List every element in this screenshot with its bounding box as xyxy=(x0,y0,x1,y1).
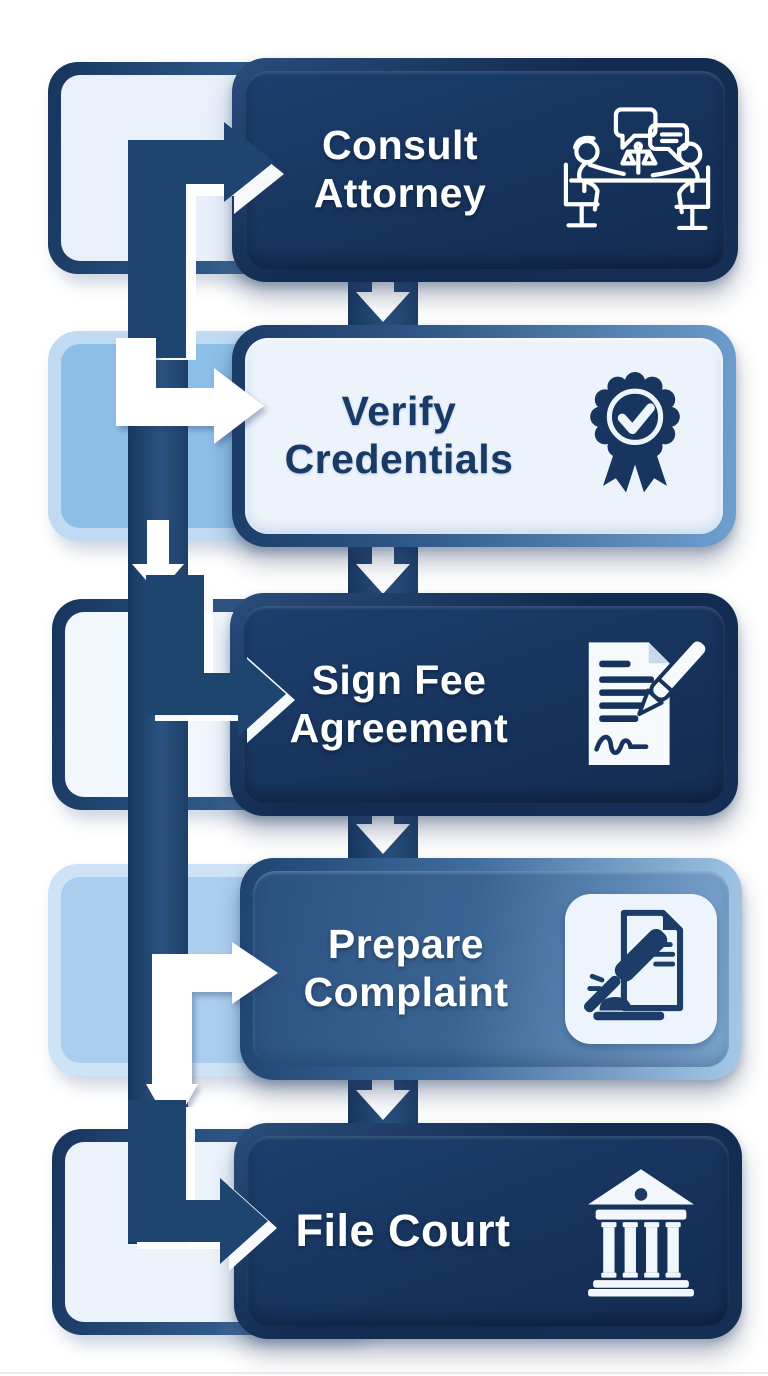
step-label: File Court xyxy=(295,1204,511,1256)
gavel-document-icon xyxy=(583,909,684,1021)
step-card-verify-credentials: Verify Credentials xyxy=(232,325,736,547)
bottom-divider xyxy=(0,1372,768,1374)
step-card-file-court: File Court xyxy=(234,1123,742,1339)
attorney-consultation-icon xyxy=(563,107,711,231)
courthouse-icon xyxy=(588,1169,694,1297)
step-card-consult-attorney: Consult Attorney xyxy=(232,58,738,282)
step-label: Prepare Complaint xyxy=(303,921,509,1015)
elbow-arrow-right-icon xyxy=(128,1100,277,1271)
step-label: Consult Attorney xyxy=(313,122,487,216)
elbow-arrow-right-down-icon xyxy=(146,942,278,1130)
step-label: Sign Fee Agreement xyxy=(289,656,509,751)
icon-card xyxy=(565,894,717,1044)
step-label: Verify Credentials xyxy=(284,388,514,482)
contract-signing-icon xyxy=(588,637,709,765)
step-card-prepare-complaint: Prepare Complaint xyxy=(240,858,742,1080)
certified-badge-icon xyxy=(590,372,680,493)
step-card-sign-fee-agreement: Sign Fee Agreement xyxy=(230,593,738,816)
elbow-arrow-right-icon xyxy=(116,338,264,444)
elbow-arrow-right-icon xyxy=(146,575,295,743)
elbow-arrow-right-icon xyxy=(128,122,284,360)
